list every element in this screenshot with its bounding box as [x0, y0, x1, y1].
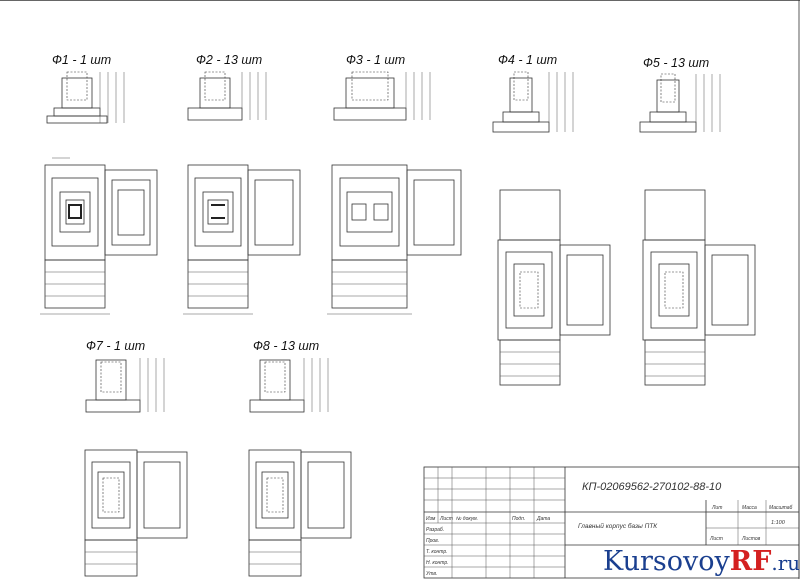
- tb-sheet: Лист: [709, 536, 723, 542]
- plan-f4: [497, 189, 611, 386]
- plan-f5: [642, 189, 756, 386]
- label-f7: Ф7 - 1 шт: [86, 339, 145, 353]
- section-f5: [639, 73, 721, 133]
- section-f1: [46, 71, 125, 124]
- watermark-brand-1: Kursovoy: [603, 546, 730, 577]
- tb-person-razrab: Разраб.: [426, 527, 444, 533]
- plan-f8: [248, 449, 352, 577]
- title-block: Изм Лист № докум. Подп. Дата Разраб. Про…: [423, 466, 800, 579]
- svg-text:KursovoyRF.ru: KursovoyRF.ru: [603, 546, 800, 577]
- tb-person-nkontr: Н. контр.: [426, 560, 449, 566]
- section-f3: [333, 71, 431, 121]
- plan-f1: [40, 157, 158, 315]
- plan-f7: [84, 449, 188, 577]
- section-f8: [249, 358, 329, 413]
- tb-sheets: Листов: [741, 536, 761, 542]
- tb-row-izm: Изм: [426, 516, 436, 522]
- watermark-logo: KursovoyRF.ru: [603, 546, 800, 577]
- section-f4: [492, 71, 574, 133]
- tb-person-tkontr: Т. контр.: [426, 549, 448, 555]
- label-f8: Ф8 - 13 шт: [253, 339, 319, 353]
- tb-header-mass: Масса: [742, 505, 757, 511]
- tb-document-code: КП-02069562-270102-88-10: [582, 481, 722, 493]
- tb-scale-value: 1:100: [771, 520, 786, 526]
- watermark-brand-3: .ru: [771, 551, 800, 575]
- label-f4: Ф4 - 1 шт: [498, 53, 557, 67]
- tb-header-lit: Лит: [711, 505, 722, 511]
- label-f2: Ф2 - 13 шт: [196, 53, 262, 67]
- plan-f3: [327, 164, 462, 315]
- plan-f2: [183, 164, 301, 315]
- tb-object-name: Главный корпус базы ПТК: [578, 522, 658, 530]
- label-f5: Ф5 - 13 шт: [643, 56, 709, 70]
- tb-person-utv: Утв.: [426, 571, 437, 577]
- watermark-brand-2: RF: [730, 546, 772, 577]
- tb-person-prov: Пров.: [426, 538, 439, 544]
- label-f3: Ф3 - 1 шт: [346, 53, 405, 67]
- section-f2: [187, 71, 267, 121]
- section-f7: [85, 358, 165, 413]
- label-f1: Ф1 - 1 шт: [52, 53, 111, 67]
- tb-row-date: Дата: [536, 516, 550, 522]
- tb-row-list: Лист: [439, 516, 453, 522]
- tb-row-sign: Подп.: [512, 516, 525, 522]
- tb-header-scale: Масштаб: [769, 505, 793, 511]
- tb-row-doc: № докум.: [456, 516, 478, 522]
